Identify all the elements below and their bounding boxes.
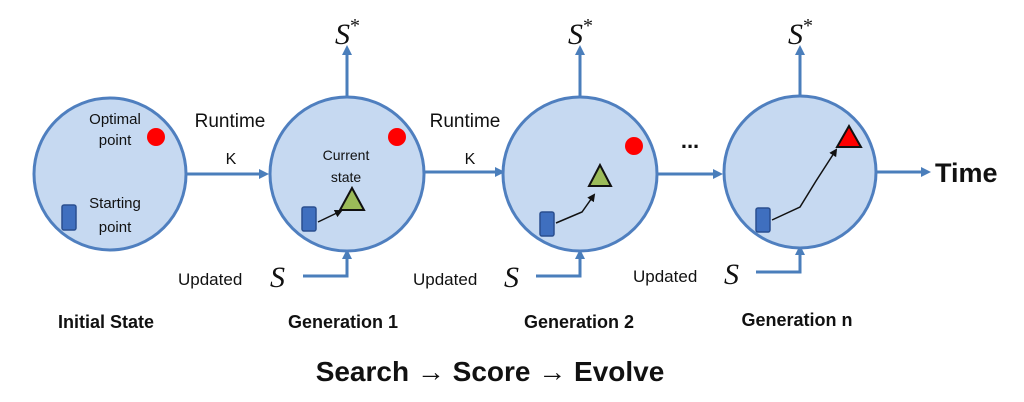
search-path-arrow [771,148,838,221]
generation-2-circle [501,95,659,253]
updated-symbol-gen1: S [270,261,285,294]
output-label-gen-n: S* [788,15,813,51]
optimal-point-icon [388,128,406,146]
output-label-gen2: S* [568,15,593,51]
arrow-updated-gen-n [756,245,805,274]
stage-label-gen-n: Generation n [741,310,852,330]
search-path-arrow [317,209,343,223]
starting-point-label-line2: point [99,219,132,236]
updated-label-gen-n: Updated [633,267,697,286]
generation-n-circle [722,94,878,250]
caption: Search → Score → Evolve [316,356,665,387]
output-label-gen1: S* [335,15,360,51]
optimal-point-icon [147,128,165,146]
stage-label-gen1: Generation 1 [288,312,398,332]
starting-point-icon [539,211,555,237]
current-state-label-line2: state [331,169,362,185]
search-path-arrow [555,193,596,224]
starting-point-icon [755,207,771,233]
k-label-2: K [465,151,476,168]
starting-point-label-line1: Starting [89,195,141,212]
updated-symbol-gen-n: S [724,258,739,291]
stage-label-initial: Initial State [58,312,154,332]
time-label: Time [935,158,998,188]
optimal-point-icon [625,137,643,155]
stage-label-gen2: Generation 2 [524,312,634,332]
updated-label-gen1: Updated [178,270,242,289]
current-state-label-line1: Current [323,147,370,163]
starting-point-icon [301,206,317,232]
k-label-1: K [226,151,237,168]
optimal-point-label-line2: point [99,132,132,149]
arrow-updated-gen2 [536,249,585,278]
ellipsis-label: ... [681,128,699,153]
updated-label-gen2: Updated [413,270,477,289]
final-state-icon [835,123,863,148]
arrow-updated-gen1 [303,249,352,278]
updated-symbol-gen2: S [504,261,519,294]
optimal-point-label-line1: Optimal [89,111,141,128]
runtime-label-1: Runtime [195,111,266,132]
current-state-icon [587,162,613,187]
current-state-icon [338,185,366,211]
runtime-label-2: Runtime [430,111,501,132]
starting-point-icon [61,204,77,231]
